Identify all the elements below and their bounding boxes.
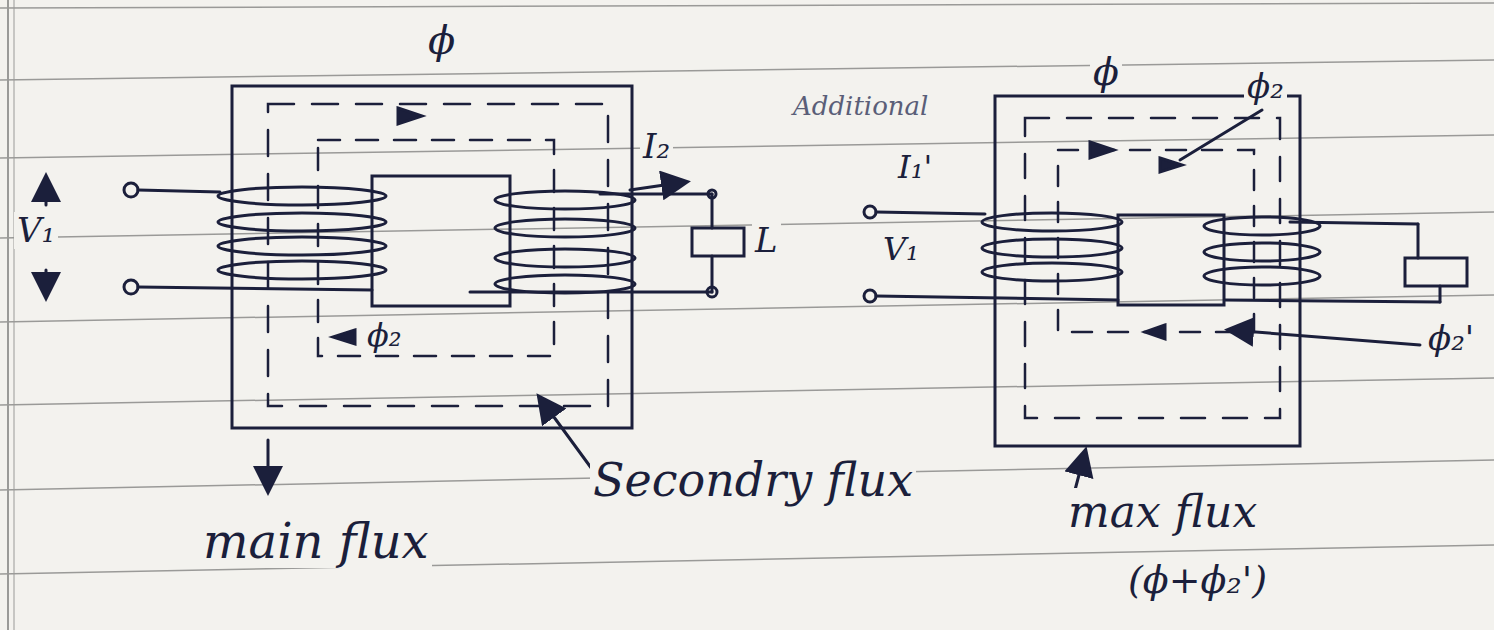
flux-symbol: ϕ bbox=[1090, 52, 1122, 94]
leader-line bbox=[267, 440, 270, 490]
leader-line bbox=[1230, 330, 1420, 345]
leader-line bbox=[1075, 452, 1085, 490]
leader-line bbox=[1180, 110, 1262, 160]
note-text: Secondry flux bbox=[590, 455, 916, 506]
voltage-label: V₁ bbox=[880, 232, 922, 267]
secondary-flux-path bbox=[318, 140, 554, 356]
load-label: L bbox=[752, 222, 781, 259]
note-text: main flux bbox=[200, 515, 432, 568]
voltage-arrow bbox=[45, 270, 48, 296]
flux-symbol: ϕ₂' bbox=[1425, 320, 1477, 357]
note-text: Additional bbox=[790, 92, 931, 121]
flux-arrow bbox=[333, 330, 355, 344]
flux-arrow bbox=[1145, 325, 1165, 339]
primary-winding bbox=[124, 183, 386, 294]
flux-symbol: ϕ₂ bbox=[1244, 68, 1287, 105]
core-outline bbox=[232, 86, 632, 428]
current-label: I₁' bbox=[895, 150, 935, 185]
note-text: (ϕ+ϕ₂') bbox=[1125, 560, 1270, 602]
load-symbol bbox=[692, 228, 744, 256]
voltage-label: V₁ bbox=[14, 212, 58, 249]
current-label: I₂ bbox=[640, 128, 673, 165]
flux-arrow bbox=[1090, 142, 1114, 158]
current-arrow bbox=[630, 182, 685, 190]
flux-symbol: ϕ₂ bbox=[364, 318, 405, 353]
primary-winding bbox=[864, 206, 1122, 302]
flux-arrow bbox=[398, 108, 422, 124]
core-outline bbox=[995, 96, 1300, 446]
note-text: max flux bbox=[1065, 488, 1260, 536]
load-symbol bbox=[1405, 258, 1467, 286]
voltage-arrow bbox=[45, 178, 48, 205]
core-window bbox=[372, 176, 510, 306]
secondary-winding bbox=[470, 190, 717, 297]
flux-symbol: ϕ bbox=[425, 18, 458, 62]
